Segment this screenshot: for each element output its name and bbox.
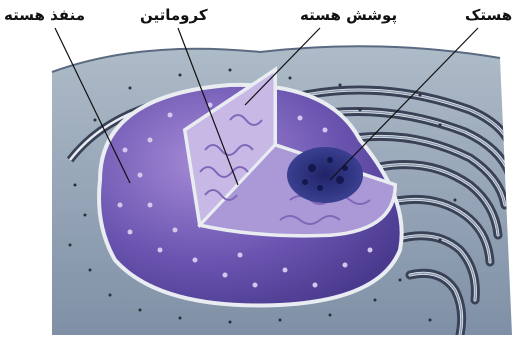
nucleolus xyxy=(287,147,363,203)
